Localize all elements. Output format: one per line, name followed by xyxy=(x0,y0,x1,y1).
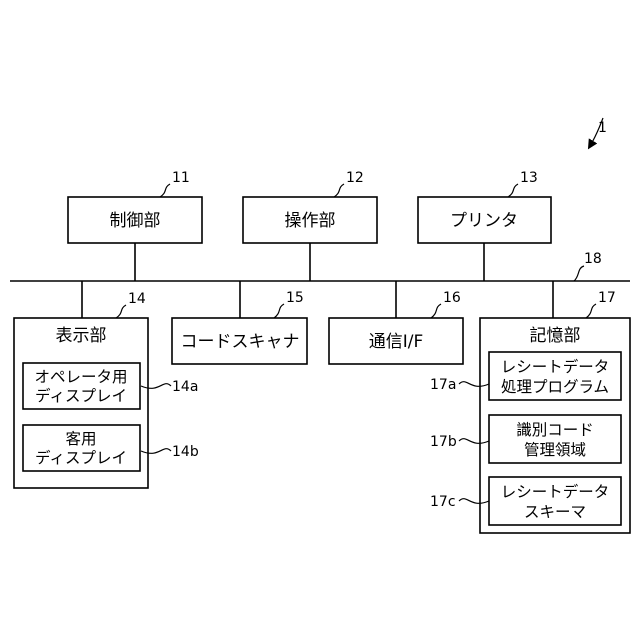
id-code-area-line2: 管理領域 xyxy=(524,441,586,459)
operation-unit: 操作部 xyxy=(243,197,377,243)
control-ref-leader xyxy=(160,184,170,197)
storage-unit: 記憶部 レシートデータ 処理プログラム 識別コード 管理領域 レシートデータ ス… xyxy=(480,318,630,533)
storage-unit-label: 記憶部 xyxy=(530,326,581,346)
printer-unit: プリンタ xyxy=(418,197,551,243)
customer-display-line1: 客用 xyxy=(65,430,96,448)
display-ref-leader xyxy=(116,305,126,318)
operator-display-line2: ディスプレイ xyxy=(35,386,127,405)
operation-unit-label: 操作部 xyxy=(285,211,336,231)
display-unit-label: 表示部 xyxy=(56,326,107,346)
operator-display-ref: 14a xyxy=(172,379,198,395)
customer-display-ref: 14b xyxy=(172,444,199,460)
printer-ref-label: 13 xyxy=(520,170,538,186)
comm-ref-label: 16 xyxy=(443,290,461,306)
receipt-program-ref: 17a xyxy=(430,377,456,393)
receipt-schema-line1: レシートデータ xyxy=(501,482,610,501)
display-ref-label: 14 xyxy=(128,291,146,307)
printer-ref-leader xyxy=(508,184,518,197)
id-code-area-line1: 識別コード xyxy=(516,421,594,439)
bus-ref-label: 18 xyxy=(584,251,602,267)
comm-if-label: 通信I/F xyxy=(369,332,424,352)
operation-ref-leader xyxy=(334,184,344,197)
code-scanner-unit: コードスキャナ xyxy=(172,318,307,364)
scanner-ref-label: 15 xyxy=(286,290,304,306)
operation-ref-label: 12 xyxy=(346,170,364,186)
display-unit: 表示部 オペレータ用 ディスプレイ 客用 ディスプレイ xyxy=(14,318,148,488)
receipt-program-line2: 処理プログラム xyxy=(501,378,609,396)
comm-ref-leader xyxy=(431,304,441,318)
customer-display-line2: ディスプレイ xyxy=(35,448,127,467)
scanner-ref-leader xyxy=(274,304,284,318)
receipt-schema-line2: スキーマ xyxy=(524,503,586,521)
receipt-program-line1: レシートデータ xyxy=(501,357,610,376)
storage-ref-leader xyxy=(586,304,596,318)
id-code-area-ref: 17b xyxy=(430,434,457,450)
control-ref-label: 11 xyxy=(172,170,190,186)
code-scanner-label: コードスキャナ xyxy=(181,332,300,352)
control-unit: 制御部 xyxy=(68,197,202,243)
control-unit-label: 制御部 xyxy=(110,211,161,231)
printer-label: プリンタ xyxy=(450,211,518,231)
comm-if-unit: 通信I/F xyxy=(329,318,463,364)
receipt-schema-ref: 17c xyxy=(430,494,456,510)
bus-ref-leader xyxy=(574,266,584,281)
storage-ref-label: 17 xyxy=(598,290,616,306)
operator-display-line1: オペレータ用 xyxy=(34,368,127,386)
